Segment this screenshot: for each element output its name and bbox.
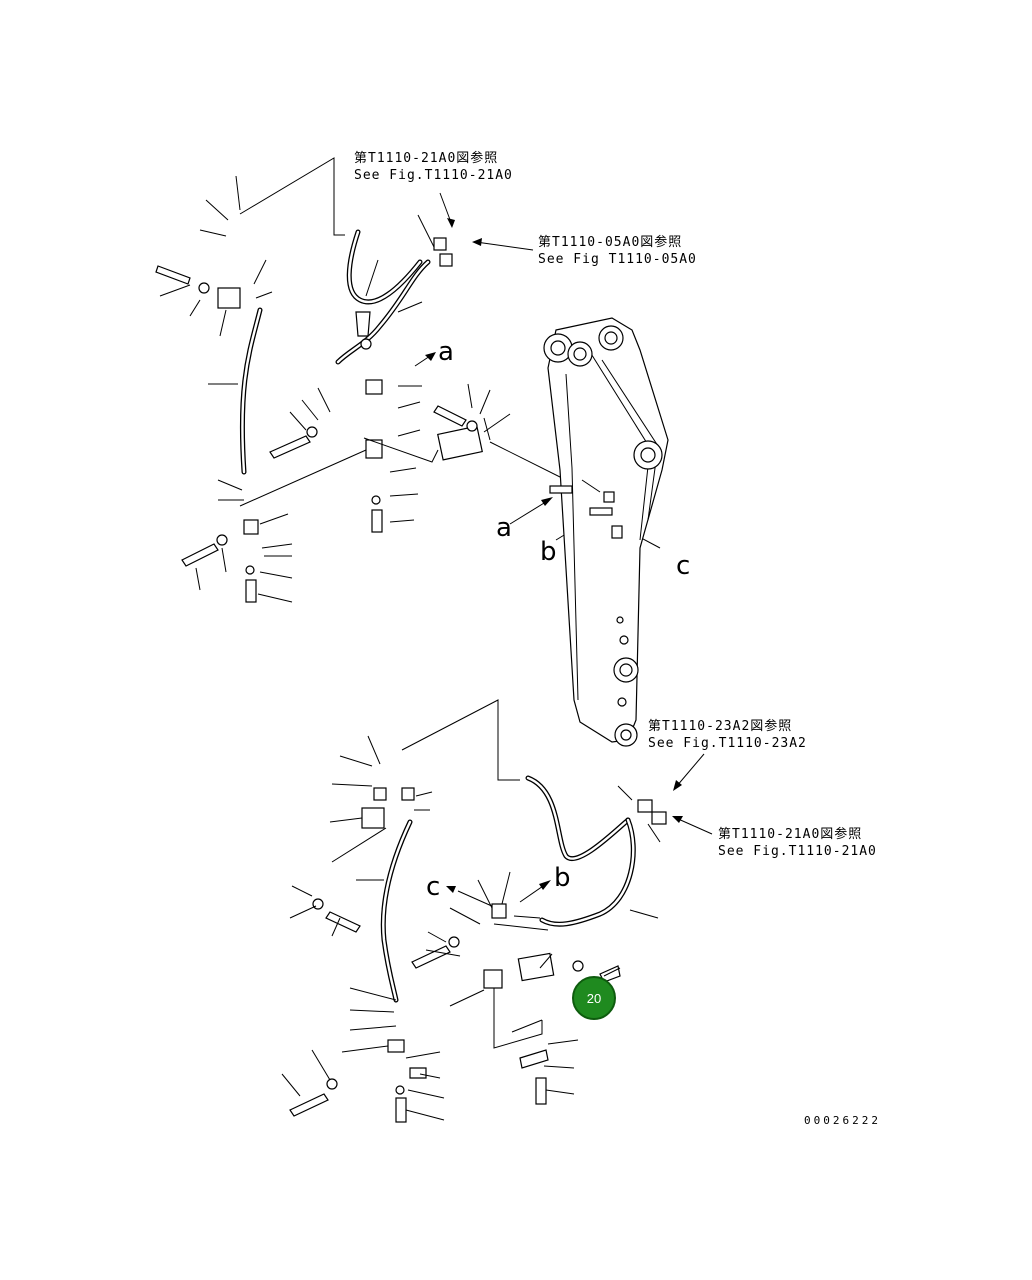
detail-letter-a-arm: a [496, 513, 512, 543]
ref-top-jp: 第T1110-21A0図参照 [354, 150, 498, 166]
reference-leaders [239, 157, 713, 1033]
ref-lower-jp: 第T1110-23A2図参照 [648, 718, 792, 734]
ref-bottom-jp: 第T1110-21A0図参照 [718, 826, 862, 842]
detail-letter-b-arm: b [540, 537, 557, 567]
callout-badge-20[interactable]: 20 [572, 976, 616, 1020]
detail-letter-b-lower: b [554, 863, 571, 893]
ref-right-en: See Fig T1110-05A0 [538, 252, 697, 267]
callout-badge-circle[interactable] [572, 976, 616, 1020]
ref-top-en: See Fig.T1110-21A0 [354, 168, 513, 183]
ref-bottom-en: See Fig.T1110-21A0 [718, 844, 877, 859]
callout-badge-label: 20 [587, 991, 601, 1006]
detail-letter-a-top: a [438, 337, 454, 367]
drawing-code: 00026222 [804, 1114, 881, 1127]
ref-right-jp: 第T1110-05A0図参照 [538, 234, 682, 250]
ref-lower-en: See Fig.T1110-23A2 [648, 736, 807, 751]
lower-hose-assembly [281, 699, 667, 1123]
detail-letter-c-arm: c [676, 551, 690, 581]
detail-letter-c-lower: c [426, 872, 440, 902]
upper-hose-assembly [155, 175, 511, 603]
arm-structure [543, 317, 669, 747]
